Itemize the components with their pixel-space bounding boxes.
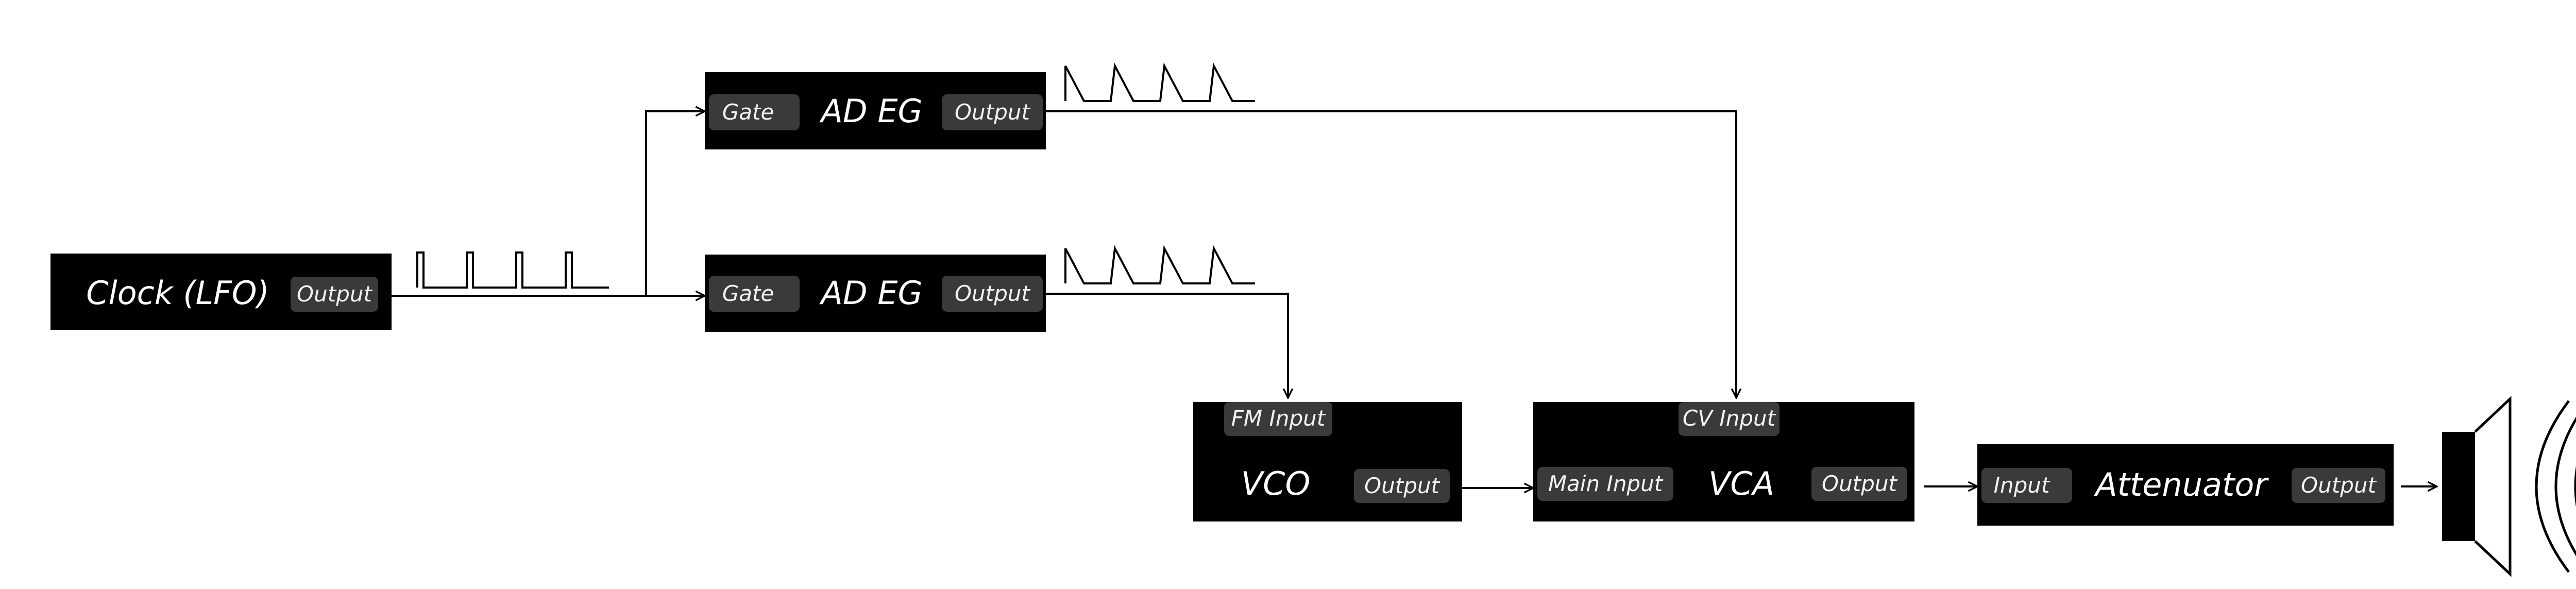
envelope-wave-icon bbox=[1064, 62, 1255, 102]
module-title: VCO bbox=[1241, 465, 1311, 502]
module-title: AD EG bbox=[819, 274, 922, 312]
output-port[interactable] bbox=[1354, 469, 1450, 503]
patch-cables bbox=[392, 111, 2437, 488]
cv-input-port-label: CV Input bbox=[1683, 406, 1776, 431]
output-port-label: Output bbox=[1822, 471, 1897, 496]
gate-port-label: Gate bbox=[722, 281, 774, 306]
gate-port[interactable] bbox=[709, 94, 800, 130]
output-port-label: Output bbox=[297, 281, 372, 307]
output-port[interactable] bbox=[942, 94, 1043, 130]
module-ad-eg-mid: Gate AD EG Output bbox=[705, 255, 1046, 332]
module-vca: CV Input Main Input VCA Output bbox=[1533, 402, 1914, 521]
cv-input-port[interactable] bbox=[1679, 402, 1780, 436]
module-vco: FM Input VCO Output bbox=[1193, 402, 1462, 521]
output-port-label: Output bbox=[2301, 473, 2377, 498]
main-input-port-label: Main Input bbox=[1548, 471, 1664, 496]
output-port-label: Output bbox=[955, 281, 1030, 306]
wire-clock-to-eg-top bbox=[645, 111, 705, 296]
fm-input-port-label: FM Input bbox=[1231, 406, 1326, 431]
input-port[interactable] bbox=[1981, 468, 2072, 503]
output-port-label: Output bbox=[1364, 473, 1440, 498]
output-port[interactable] bbox=[1811, 467, 1907, 501]
output-port[interactable] bbox=[942, 276, 1043, 312]
input-port-label: Input bbox=[1994, 473, 2050, 498]
gate-port[interactable] bbox=[709, 276, 800, 312]
output-port-label: Output bbox=[955, 99, 1030, 125]
envelope-wave-icon bbox=[1064, 245, 1255, 284]
output-port[interactable] bbox=[2292, 468, 2385, 503]
module-attenuator: Input Attenuator Output bbox=[1977, 444, 2394, 526]
module-title: Clock (LFO) bbox=[86, 274, 269, 312]
module-title: Attenuator bbox=[2093, 466, 2269, 503]
wire-eg-top-to-vca-cv bbox=[1046, 110, 1736, 398]
gate-port-label: Gate bbox=[722, 99, 774, 125]
square-wave-icon bbox=[416, 251, 609, 289]
fm-input-port[interactable] bbox=[1224, 402, 1332, 436]
module-title: AD EG bbox=[819, 92, 922, 130]
module-title: VCA bbox=[1708, 465, 1774, 502]
speaker-icon bbox=[2442, 396, 2576, 577]
module-clock-lfo: Clock (LFO) Output bbox=[50, 254, 392, 330]
module-ad-eg-top: Gate AD EG Output bbox=[705, 72, 1046, 149]
wire-eg-mid-to-vco-fm bbox=[1046, 293, 1288, 398]
output-port[interactable] bbox=[291, 277, 378, 312]
main-input-port[interactable] bbox=[1537, 467, 1673, 501]
